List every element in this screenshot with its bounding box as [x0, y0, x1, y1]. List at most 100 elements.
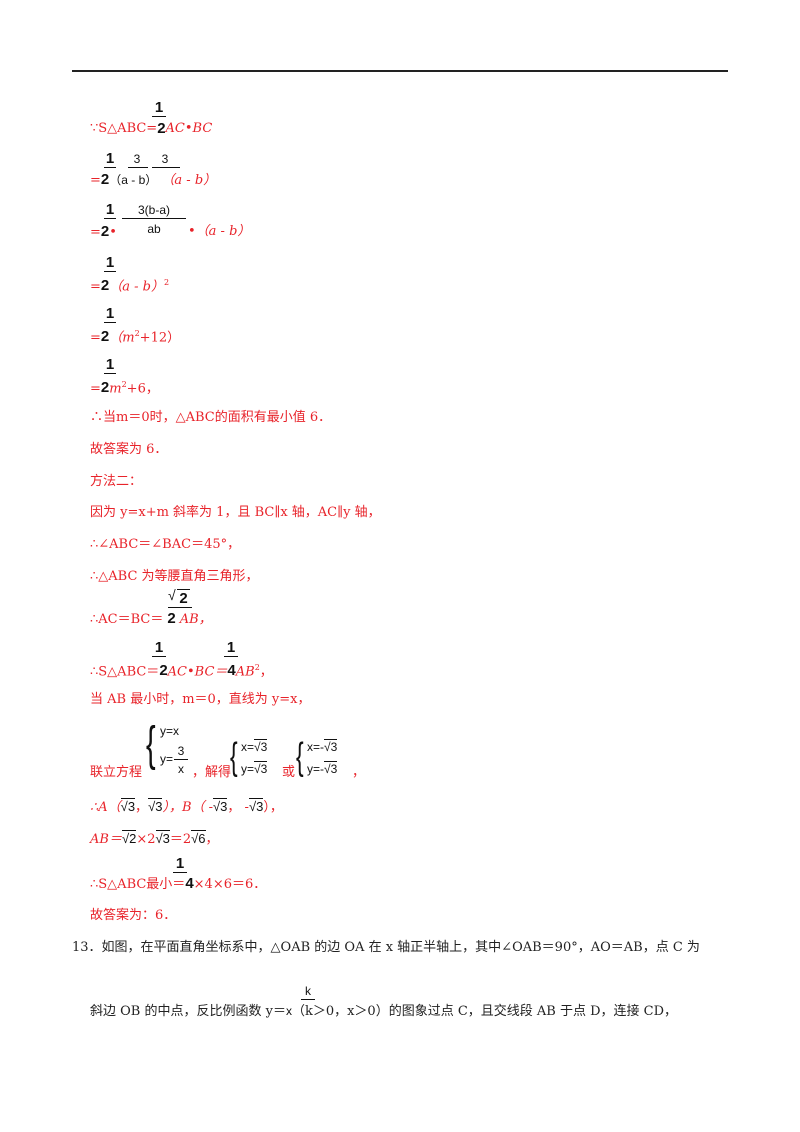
factor-text: （m: [109, 330, 135, 346]
exponent: 2: [163, 278, 170, 287]
sqrt-radicand: 3: [162, 831, 170, 846]
fraction-numerator: 1: [105, 150, 115, 167]
fraction-numerator: 1: [105, 254, 115, 271]
fraction-denominator: 2: [100, 328, 110, 346]
fraction-numerator: 3: [177, 744, 185, 758]
point-b-label: ），B（ -: [162, 800, 214, 815]
variable-m: m: [109, 381, 122, 397]
comma: ，: [259, 664, 273, 680]
sqrt-icon: √3: [324, 761, 338, 776]
sqrt-icon: √3: [148, 798, 163, 814]
solution-line-3-tail: •（a - b）: [188, 224, 250, 240]
comma: ， -: [227, 800, 249, 815]
fraction-numerator: 3(b-a): [137, 203, 170, 217]
sqrt-icon: √3: [155, 830, 170, 846]
ab-text: AB，: [179, 612, 212, 627]
sqrt-radicand: 3: [127, 799, 136, 814]
fraction-denominator: 2: [100, 223, 110, 240]
dot-text: •: [109, 225, 117, 240]
fraction-numerator: 3: [161, 152, 169, 166]
fraction-bar: [152, 116, 166, 117]
product-text: AC•BC: [165, 121, 213, 136]
exponent: 2: [254, 663, 260, 672]
ab-length-line: AB＝√2×2√3＝2√6，: [90, 830, 219, 848]
times-text: ×2: [136, 832, 156, 847]
equals-sign: =: [90, 173, 101, 188]
min-area-line: ∴S△ABC最小＝4×4×6＝6．: [90, 876, 266, 893]
ab-text: AB: [235, 664, 255, 680]
fraction-numerator: 1: [105, 305, 115, 322]
question-13-line-2: 斜边 OB 的中点，反比例函数 y＝x（k＞0，x＞0）的图象过点 C，且交线段…: [90, 1004, 677, 1020]
sqrt-radicand: 3: [260, 762, 268, 776]
sqrt-icon: √3: [120, 798, 136, 814]
fraction-denominator: 2: [100, 277, 110, 295]
method-two-heading: 方法二：: [90, 474, 143, 489]
fraction-numerator: 1: [175, 855, 185, 872]
fraction-bar: [152, 167, 180, 168]
fraction-denominator: 2: [159, 662, 168, 680]
sqrt-bar: [177, 589, 190, 590]
fraction-denominator: 2: [100, 171, 110, 188]
area-expression: ∵S△ABC=: [90, 121, 158, 136]
points-line: ∴A（√3，√3），B（ -√3， -√3），: [90, 798, 283, 816]
product-text: ×4×6＝6．: [193, 877, 267, 892]
sol-label: y=: [241, 762, 255, 776]
sqrt-icon: √3: [254, 761, 268, 776]
solution-2-x: x=-√3: [307, 739, 338, 754]
sqrt-icon: √: [168, 587, 176, 603]
factor-text: （a - b）: [161, 173, 217, 188]
equals-sign: =: [90, 381, 101, 397]
sqrt-radicand: 6: [198, 831, 206, 846]
equals-sign: =: [90, 279, 101, 295]
conclusion-min-area: ∴当m＝0时，△ABC的面积有最小值 6．: [90, 410, 332, 425]
sqrt-icon: √3: [254, 739, 268, 754]
area-expression: ∴S△ABC＝: [90, 664, 160, 680]
sqrt-radicand: 3: [220, 799, 228, 814]
question-text: （k＞0，x＞0）的图象过点 C，且交线段 AB 于点 D，连接 CD，: [291, 1004, 678, 1019]
solution-2-y: y=-√3: [307, 761, 338, 776]
left-brace-icon: {: [146, 718, 156, 771]
fraction-bar: [122, 218, 186, 219]
fraction-bar: [104, 373, 116, 374]
fraction-numerator: 1: [105, 356, 115, 373]
solution-line-4: =2（a - b）2: [90, 275, 169, 295]
fraction-denominator: 2: [167, 610, 176, 627]
fraction-bar: [104, 218, 116, 219]
ab-label: AB＝: [90, 832, 122, 847]
sqrt-radicand: 3: [155, 799, 163, 814]
fraction-bar: [174, 759, 188, 760]
closing-text: ），: [263, 800, 283, 815]
sqrt-icon: √2: [121, 830, 137, 846]
solution-1-y: y=√3: [241, 761, 268, 776]
sqrt-icon: √3: [248, 798, 264, 814]
fraction-denominator: x: [178, 762, 184, 776]
exponent: 2: [134, 329, 140, 338]
factor-text: •（a - b）: [188, 224, 251, 239]
comma: ，: [135, 800, 149, 815]
solve-label: ，解得: [192, 765, 232, 780]
sol-label: x=-: [307, 740, 325, 754]
sqrt-icon: √6: [191, 830, 206, 846]
solution-line-2: =2（a - b） （a - b）: [90, 172, 216, 189]
equals-sign: =: [90, 225, 101, 240]
fraction-bar: [128, 167, 148, 168]
left-brace-icon: {: [230, 736, 238, 778]
constant-text: +6，: [126, 381, 159, 397]
fraction-numerator: 1: [154, 639, 164, 656]
point-a-label: ∴A（: [90, 800, 121, 815]
fraction-numerator: 1: [105, 201, 115, 218]
sol-label: y=-: [307, 762, 325, 776]
solution-line-6: =2m2+6，: [90, 377, 159, 397]
fraction-bar: [104, 322, 116, 323]
equality-text: ∴AC＝BC＝: [90, 612, 164, 627]
fraction-numerator: k: [305, 984, 311, 998]
factor-text: （a - b）: [109, 279, 164, 295]
fraction-bar: [168, 607, 192, 608]
fraction-bar: [224, 656, 238, 657]
system-equation-1: y=x: [160, 724, 180, 738]
fraction-denominator: 4: [227, 662, 236, 680]
fraction-numerator: 1: [154, 99, 164, 116]
fraction-numerator: 1: [226, 639, 236, 656]
fraction-denominator: ab: [147, 222, 161, 236]
fraction-bar: [152, 656, 166, 657]
